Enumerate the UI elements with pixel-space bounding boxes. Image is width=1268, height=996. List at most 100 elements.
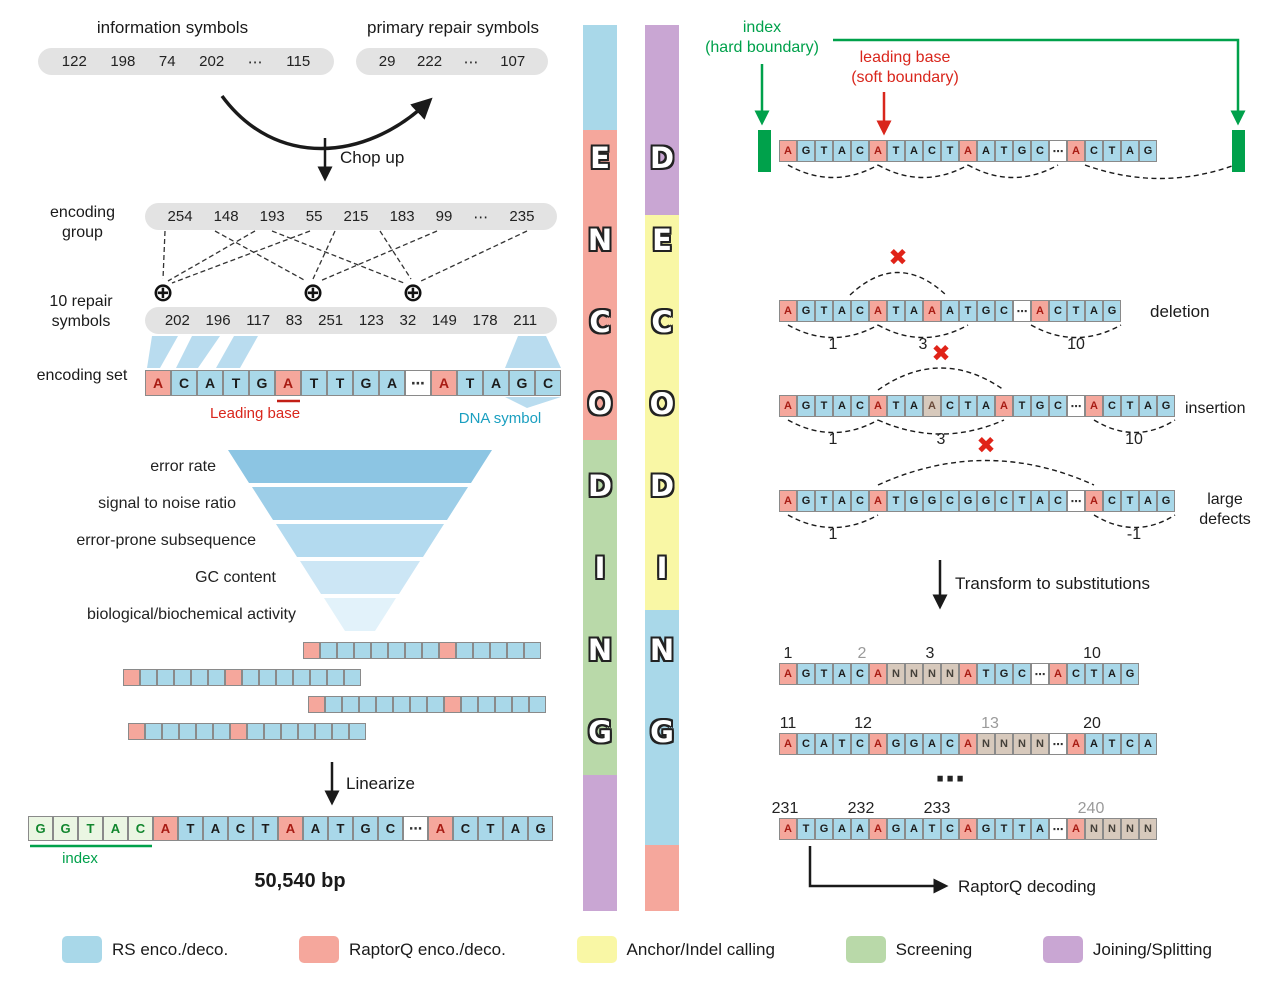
strand-cell (342, 696, 359, 713)
dna-base-cell: A (483, 370, 509, 396)
dna-base-cell: A (1031, 490, 1049, 512)
dna-base-cell: C (941, 733, 959, 755)
dna-base-cell: A (197, 370, 223, 396)
dna-base-cell: A (503, 816, 528, 841)
dna-base-cell: C (1121, 733, 1139, 755)
dna-base-cell: A (779, 300, 797, 322)
dna-base-cell: C (453, 816, 478, 841)
bar-segment-salmon (645, 845, 679, 911)
dna-base-cell: N (1103, 818, 1121, 840)
encoding-group-label: encoding group (50, 204, 115, 241)
dna-base-cell: C (535, 370, 561, 396)
dna-base-cell: T (1013, 490, 1031, 512)
dna-base-cell: T (815, 140, 833, 162)
strand-cell (393, 696, 410, 713)
dna-base-cell: A (779, 733, 797, 755)
legend: RS enco./deco.RaptorQ enco./deco.Anchor/… (62, 936, 1212, 963)
dna-base-cell: N (1121, 818, 1139, 840)
bar-segment-yellow (645, 215, 679, 610)
bar-letter: N (587, 223, 613, 257)
strand-cell (371, 642, 388, 659)
segment-number: 1 (783, 645, 793, 662)
strand-cell (179, 723, 196, 740)
dna-base-cell: T (1013, 395, 1031, 417)
dna-base-cell: G (905, 490, 923, 512)
dna-base-cell: A (923, 300, 941, 322)
dna-gap-cell: ⋯ (1049, 818, 1067, 840)
dna-strand (303, 642, 541, 659)
pill-value: 123 (358, 312, 384, 329)
arc-number: 1 (828, 526, 838, 543)
dna-base-cell: C (941, 818, 959, 840)
dna-base-cell: A (145, 370, 171, 396)
xor-icon: ⊕ (302, 277, 324, 307)
segment-number: 232 (847, 800, 875, 817)
dna-base-cell: A (303, 816, 328, 841)
strand-cell (264, 723, 281, 740)
dna-base-cell: T (833, 733, 851, 755)
dna-base-cell: T (887, 395, 905, 417)
bar-letter: N (587, 633, 613, 667)
segment-number: 240 (1077, 800, 1105, 817)
dna-base-cell: N (977, 733, 995, 755)
strand-cell (225, 669, 242, 686)
defect-cross-icon: ✖ (931, 340, 951, 366)
legend-item: RS enco./deco. (62, 936, 228, 963)
dna-base-cell: A (379, 370, 405, 396)
pill-value: 202 (199, 53, 225, 70)
dna-base-cell: G (815, 818, 833, 840)
segment-number: 11 (779, 715, 797, 732)
funnel-label-error-rate: error rate (150, 458, 216, 475)
dna-base-cell: C (1049, 490, 1067, 512)
dna-base-cell: T (78, 816, 103, 841)
dna-base-cell: A (833, 818, 851, 840)
pill-value: ⋯ (463, 53, 479, 71)
strand-cell (162, 723, 179, 740)
strand-cell (422, 642, 439, 659)
dna-base-cell: T (1067, 300, 1085, 322)
dna-base-cell: G (1121, 663, 1139, 685)
pill-value: 99 (435, 208, 453, 225)
bar-letter: D (587, 469, 613, 503)
linearize-label: Linearize (346, 774, 415, 793)
strand-cell (191, 669, 208, 686)
dna-base-cell: A (905, 300, 923, 322)
dna-base-cell: G (249, 370, 275, 396)
strand-cell (473, 642, 490, 659)
dna-base-cell: T (923, 818, 941, 840)
pill-value: 83 (285, 312, 303, 329)
dna-gap-cell: ⋯ (403, 816, 428, 841)
leading-base-soft-boundary-annotation: leading base (soft boundary) (825, 48, 985, 87)
leading-base-label: Leading base (209, 405, 301, 422)
dna-base-cell: A (977, 395, 995, 417)
dna-base-cell: A (869, 733, 887, 755)
dna-base-cell: A (959, 140, 977, 162)
dna-base-cell: N (941, 663, 959, 685)
dna-base-cell: N (1139, 818, 1157, 840)
strand-cell (410, 696, 427, 713)
dna-base-cell: A (815, 733, 833, 755)
dna-base-cell: T (1103, 733, 1121, 755)
dna-base-cell: A (779, 818, 797, 840)
dna-gap-cell: ⋯ (1067, 490, 1085, 512)
bar-letter: N (649, 633, 675, 667)
segment-number: 3 (925, 645, 935, 662)
bar-letter: E (590, 141, 610, 175)
strand-cell (507, 642, 524, 659)
dna-base-cell: A (1085, 395, 1103, 417)
defect-cross-icon: ✖ (888, 244, 908, 270)
dna-base-cell: A (431, 370, 457, 396)
bar-letter: C (589, 305, 611, 339)
dna-base-cell: T (995, 140, 1013, 162)
strand-cell (259, 669, 276, 686)
large-defects-label-line1: large (1207, 491, 1243, 508)
dna-base-cell: A (869, 395, 887, 417)
strand-cell (145, 723, 162, 740)
pill-value: 202 (164, 312, 190, 329)
pill-value: 122 (61, 53, 87, 70)
dna-base-cell: T (253, 816, 278, 841)
dna-base-cell: C (851, 663, 869, 685)
dna-base-cell: A (1103, 663, 1121, 685)
